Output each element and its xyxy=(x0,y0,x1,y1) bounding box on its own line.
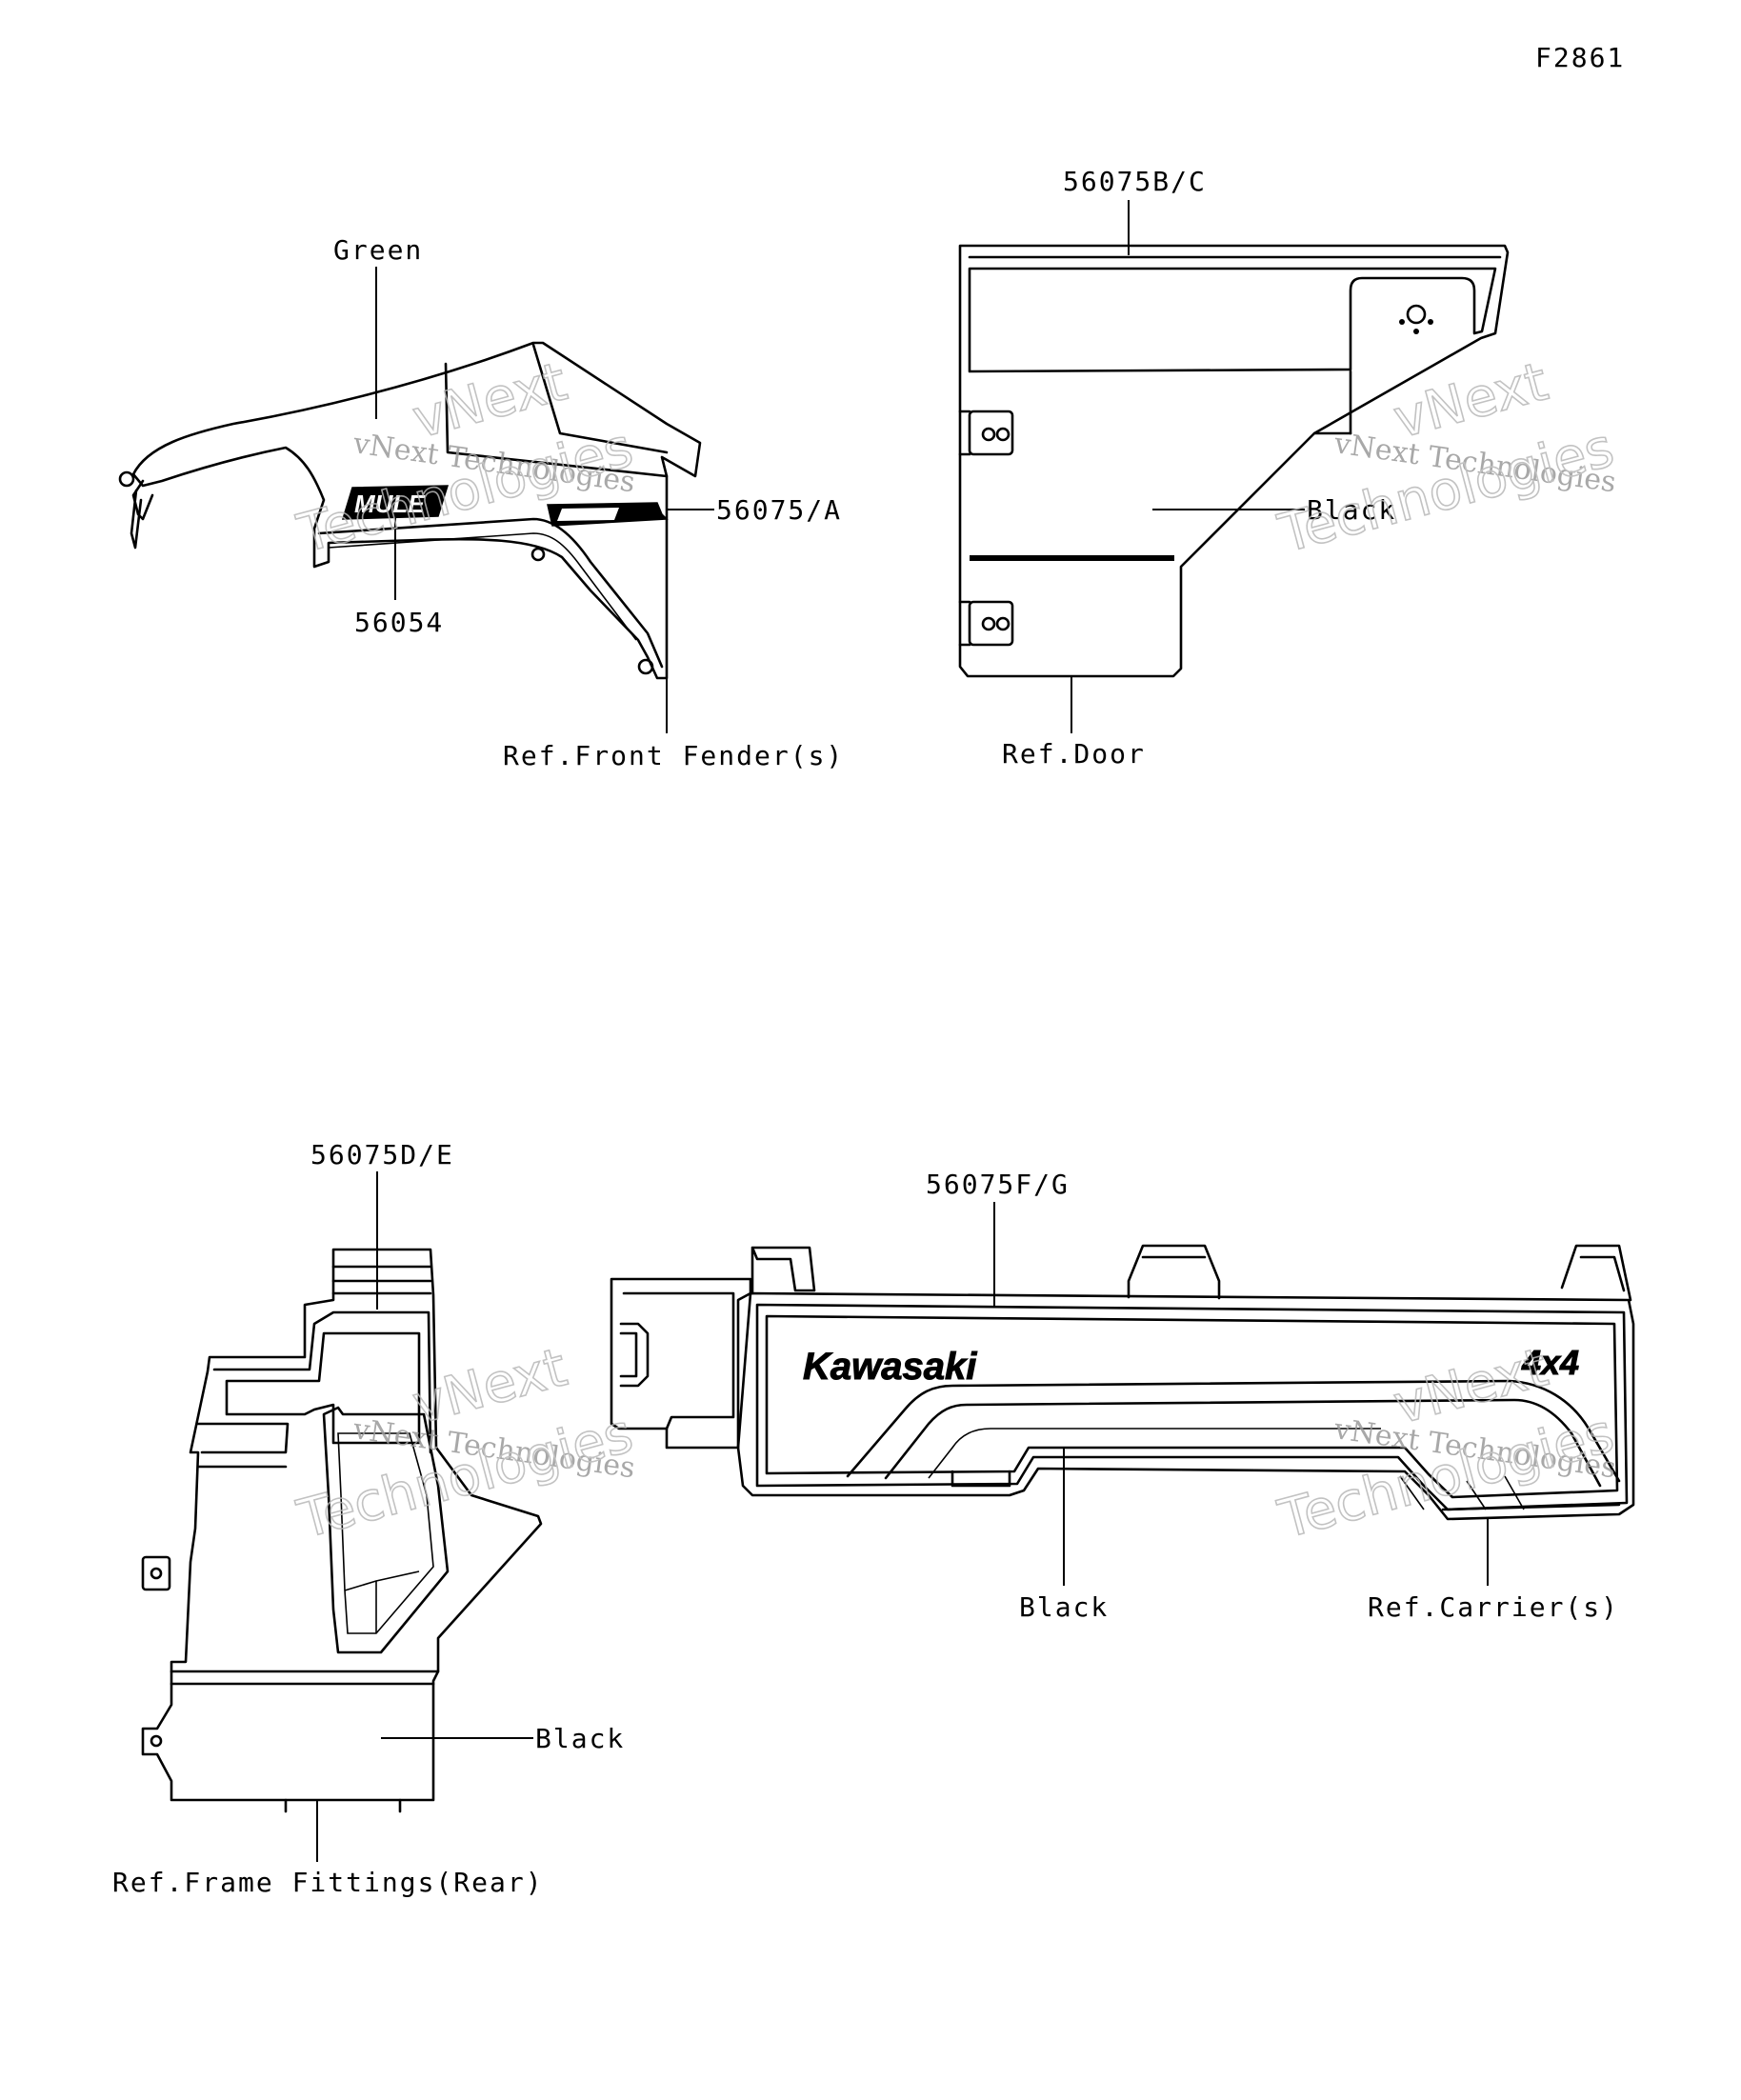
frame-top-ribs xyxy=(331,1265,432,1295)
frame-inner-left xyxy=(196,1422,290,1454)
door-tab-edges xyxy=(958,410,971,647)
label-ref-carrier: Ref.Carrier(s) xyxy=(1368,1591,1619,1623)
label-56075de: 56075D/E xyxy=(310,1139,454,1170)
carrier-swoosh-1 xyxy=(846,1379,1621,1483)
watermark-top-left: vNext Technologies vNext Technologies xyxy=(290,350,640,567)
figure-code: F2861 xyxy=(1535,42,1625,73)
label-black-door: Black xyxy=(1307,494,1396,526)
label-56075bc: 56075B/C xyxy=(1063,166,1207,197)
front-fender-outline xyxy=(131,341,702,680)
carrier-tab-2 xyxy=(1127,1244,1221,1300)
frame-tab-lower-hole xyxy=(150,1734,163,1748)
label-56054: 56054 xyxy=(354,607,444,638)
label-ref-door: Ref.Door xyxy=(1002,738,1146,770)
frame-inner-upper xyxy=(212,1310,432,1454)
fender-rod xyxy=(130,489,143,550)
label-56075a: 56075/A xyxy=(716,494,842,526)
mule-decal-logo: MULE xyxy=(354,490,425,518)
mule-decal: MULE xyxy=(341,485,450,520)
frame-pocket-facets xyxy=(344,1570,420,1633)
label-56075fg: 56075F/G xyxy=(926,1169,1070,1200)
door-outline xyxy=(958,244,1510,678)
frame-inner-upper-2 xyxy=(225,1331,421,1445)
door-lamp-icon xyxy=(1399,304,1433,334)
carrier-swoosh-3 xyxy=(928,1428,1381,1479)
carrier-main-inner xyxy=(755,1303,1629,1511)
carrier-notch xyxy=(951,1470,1011,1488)
4x4-decal: 4x4 xyxy=(1521,1343,1579,1382)
carrier-end-block xyxy=(610,1277,752,1450)
carrier-assembly: Kawasaki 4x4 56075F/G Black Ref.Carrier(… xyxy=(610,1169,1635,1623)
front-fender-assembly: MULE Green 56075/A 56054 Ref.Front Fende… xyxy=(118,234,844,771)
fender-lower-edge xyxy=(317,517,664,669)
kawasaki-decal: Kawasaki xyxy=(803,1346,977,1388)
frame-tab-upper xyxy=(141,1555,171,1591)
frame-rear-assembly: 56075D/E Black Ref.Frame Fittings(Rear) xyxy=(112,1139,625,1898)
carrier-tab-1 xyxy=(750,1246,816,1295)
carrier-tab-3 xyxy=(1560,1244,1632,1302)
door-stripe xyxy=(970,555,1174,561)
watermark-top-right: vNext Technologies vNext Technologies xyxy=(1271,350,1621,567)
door-window-panel xyxy=(968,267,1497,373)
frame-pocket xyxy=(322,1406,450,1654)
door-hinge-lower xyxy=(968,600,1014,647)
carrier-end-inner xyxy=(622,1291,735,1430)
carrier-bottom-hatch xyxy=(1399,1475,1525,1510)
label-ref-frame-fittings: Ref.Frame Fittings(Rear) xyxy=(112,1867,544,1898)
carrier-swoosh-2 xyxy=(884,1398,1602,1488)
label-ref-front-fender: Ref.Front Fender(s) xyxy=(503,740,844,771)
fender-bolt xyxy=(118,470,135,488)
fender-lower-edge-inner xyxy=(328,532,637,641)
frame-feet xyxy=(284,1798,402,1813)
carrier-main-body xyxy=(736,1291,1635,1521)
door-hinge-upper xyxy=(968,410,1014,456)
fender-decal-a xyxy=(547,502,669,527)
label-black-carrier: Black xyxy=(1019,1591,1109,1623)
frame-rear-outline xyxy=(141,1248,543,1802)
fender-hole-2 xyxy=(530,547,546,562)
carrier-end-slot xyxy=(619,1322,650,1388)
fender-ridge xyxy=(444,362,669,478)
label-green: Green xyxy=(333,234,423,266)
label-black-frame: Black xyxy=(535,1723,625,1754)
carrier-bottom-edge xyxy=(1441,1503,1621,1511)
fender-hole xyxy=(637,658,654,675)
fender-ridge-2 xyxy=(531,343,669,454)
door-assembly: 56075B/C Black Ref.Door xyxy=(958,166,1510,770)
